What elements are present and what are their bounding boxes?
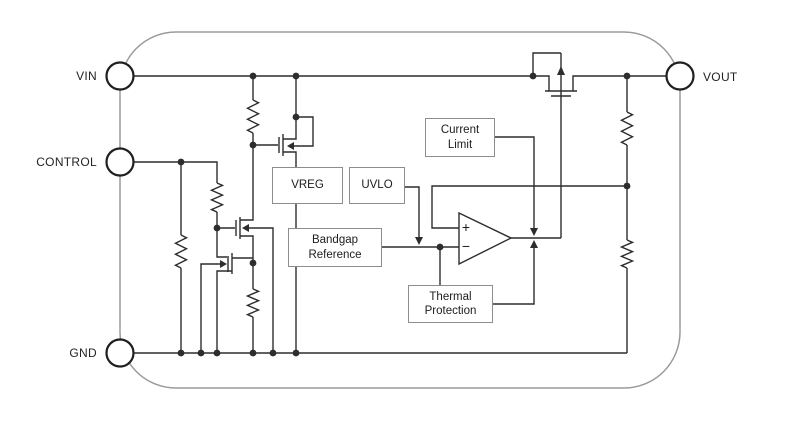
m2-body-arrow-icon	[287, 142, 294, 150]
junction-dot	[249, 349, 257, 357]
thermal-protection-block: Thermal Protection	[408, 285, 493, 323]
bandgap-label-line2: Reference	[308, 248, 362, 261]
control-pin-label: CONTROL	[36, 155, 97, 169]
opamp-minus-input-sign: −	[461, 238, 471, 254]
resistor-source-degeneration-icon	[245, 288, 261, 318]
m3-body-arrow-icon	[220, 260, 227, 268]
opamp-plus-input-sign: +	[461, 219, 471, 235]
thermal-label-line2: Protection	[424, 305, 477, 317]
junction-dot	[249, 141, 257, 149]
m3-gate-wire	[216, 228, 227, 258]
wire-current-limit-out	[495, 136, 535, 228]
current-limit-label-line2: Limit	[447, 138, 473, 151]
junction-dot	[197, 349, 205, 357]
resistor-control-pulldown-icon	[173, 234, 189, 269]
gnd-pin-label: GND	[69, 346, 97, 360]
junction-dot	[177, 158, 185, 166]
m1-source-wire	[240, 235, 254, 263]
vout-pin-label: VOUT	[703, 70, 738, 84]
thermal-arrow-icon	[530, 240, 538, 248]
junction-dot	[292, 72, 300, 80]
junction-dots	[177, 72, 631, 357]
current-limit-label-line1: Current	[440, 124, 480, 137]
junction-dot	[177, 349, 185, 357]
wire-uvlo-out	[405, 186, 420, 237]
thermal-label-line1: Thermal	[429, 290, 472, 303]
vin-pin-label: VIN	[76, 69, 97, 83]
wire-thermal-out	[493, 248, 535, 305]
bandgap-reference-block: Bandgap Reference	[288, 228, 382, 267]
bandgap-label-line1: Bandgap	[311, 234, 359, 247]
wire-pass-body-loop	[532, 52, 561, 76]
vin-pin-circle	[105, 61, 135, 91]
current-limit-arrow-icon	[530, 228, 538, 236]
m1-body-wire	[248, 227, 274, 353]
junction-dot	[529, 72, 537, 80]
uvlo-arrow-icon	[415, 237, 423, 245]
junction-dot	[623, 182, 631, 190]
resistor-feedback-bottom-icon	[619, 239, 635, 269]
vreg-block: VREG	[272, 167, 343, 204]
junction-dot	[249, 259, 257, 267]
uvlo-label: UVLO	[361, 179, 393, 192]
control-pin-circle	[105, 147, 135, 177]
pin-circles	[105, 61, 695, 368]
junction-dot	[436, 243, 444, 251]
m3-source-wire	[216, 270, 232, 353]
error-amplifier-triangle-icon	[458, 211, 513, 266]
m2-body-loop	[294, 116, 314, 147]
resistor-control-gate-icon	[209, 182, 225, 213]
resistor-feedback-top-icon	[619, 111, 635, 146]
arrowheads	[220, 66, 565, 268]
vreg-label: VREG	[291, 179, 324, 192]
junction-dot	[292, 349, 300, 357]
wire-control-rail	[134, 161, 218, 183]
junction-dot	[623, 72, 631, 80]
m1-drain-wire	[240, 145, 254, 221]
wire-pass-drain-to-vout	[572, 75, 667, 91]
junction-dot	[292, 113, 300, 121]
current-limit-block: Current Limit	[425, 118, 495, 157]
junction-dot	[249, 72, 257, 80]
resistor-vin-bias-icon	[245, 99, 261, 134]
pass-transistor-body-arrow-icon	[557, 66, 565, 75]
chip-outline	[119, 31, 681, 389]
junction-dot	[213, 349, 221, 357]
gnd-pin-circle	[105, 338, 135, 368]
wire-feedback-to-plus-input	[431, 185, 627, 229]
m2-source-to-vreg	[283, 151, 297, 167]
junction-dot	[269, 349, 277, 357]
wire-vin-rail	[134, 75, 550, 91]
junction-dot	[213, 224, 221, 232]
m2-drain-wire	[283, 117, 297, 140]
m3-body-wire	[200, 263, 220, 353]
m1-body-arrow-icon	[242, 224, 249, 232]
uvlo-block: UVLO	[349, 167, 405, 204]
vout-pin-circle	[665, 61, 695, 91]
